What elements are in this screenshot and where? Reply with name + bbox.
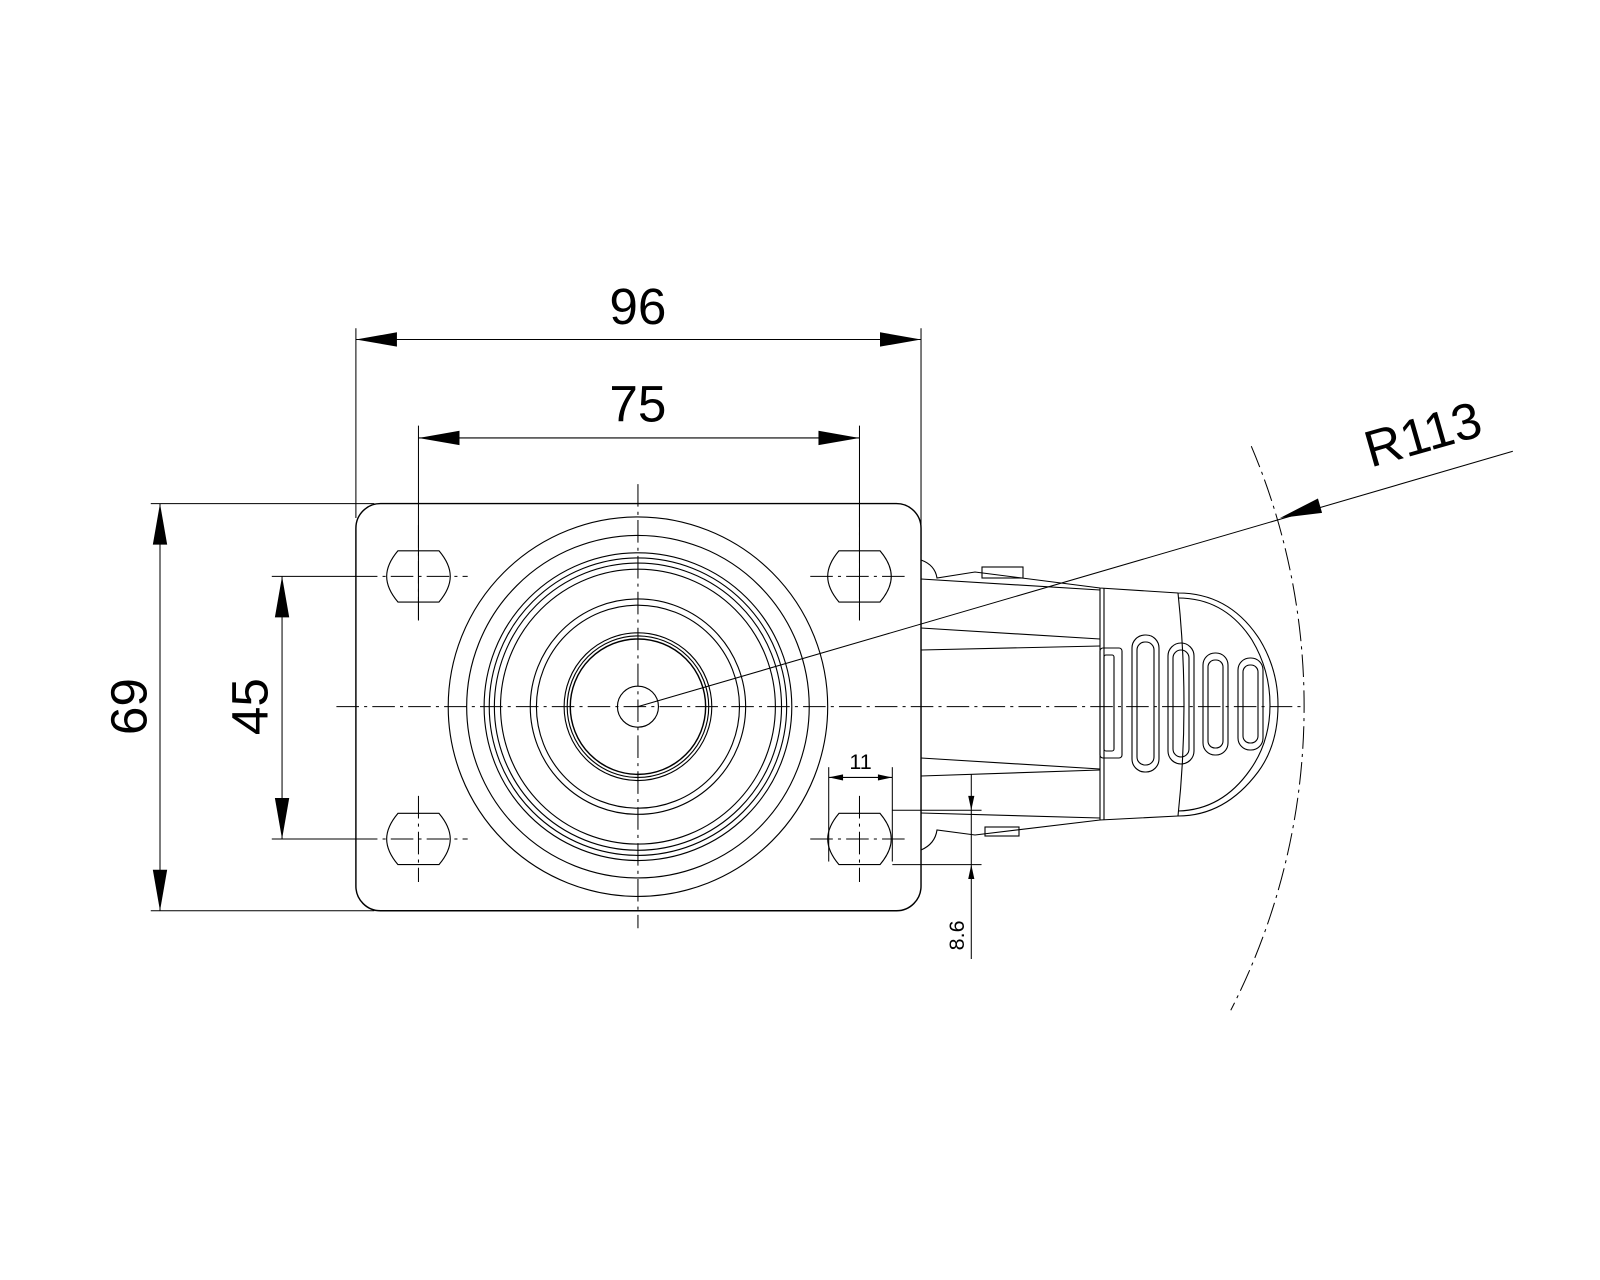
- dimension-plate-height: 69: [101, 503, 375, 912]
- dimension-label-69: 69: [101, 678, 158, 735]
- dimension-hole-spacing-x: 75: [417, 376, 860, 621]
- dimension-plate-width: 96: [355, 278, 922, 554]
- fork-and-brake-pedal: [920, 559, 1279, 851]
- dimension-label-11: 11: [849, 750, 871, 774]
- mounting-plate: [355, 502, 922, 912]
- hole-bottom-right: [810, 795, 909, 883]
- dimension-label-96: 96: [609, 278, 666, 335]
- dimension-offset: 8.6: [892, 774, 982, 959]
- bottom-stop-tab: [984, 826, 1020, 837]
- pedal-grip-slots: [1131, 634, 1264, 773]
- hole-bottom-left: [354, 795, 468, 883]
- dimension-label-75: 75: [609, 376, 666, 433]
- dimension-slot-width: 11: [828, 750, 893, 862]
- dimension-label-r113: R113: [1358, 391, 1488, 479]
- dimension-label-8-6: 8.6: [945, 920, 969, 950]
- hole-top-left: [354, 525, 468, 620]
- top-stop-tab: [981, 566, 1024, 579]
- dimension-label-45: 45: [222, 678, 279, 735]
- swivel-bearing: [447, 516, 829, 897]
- mounting-holes: [354, 504, 909, 883]
- dimension-hole-spacing-y: 45: [222, 575, 356, 840]
